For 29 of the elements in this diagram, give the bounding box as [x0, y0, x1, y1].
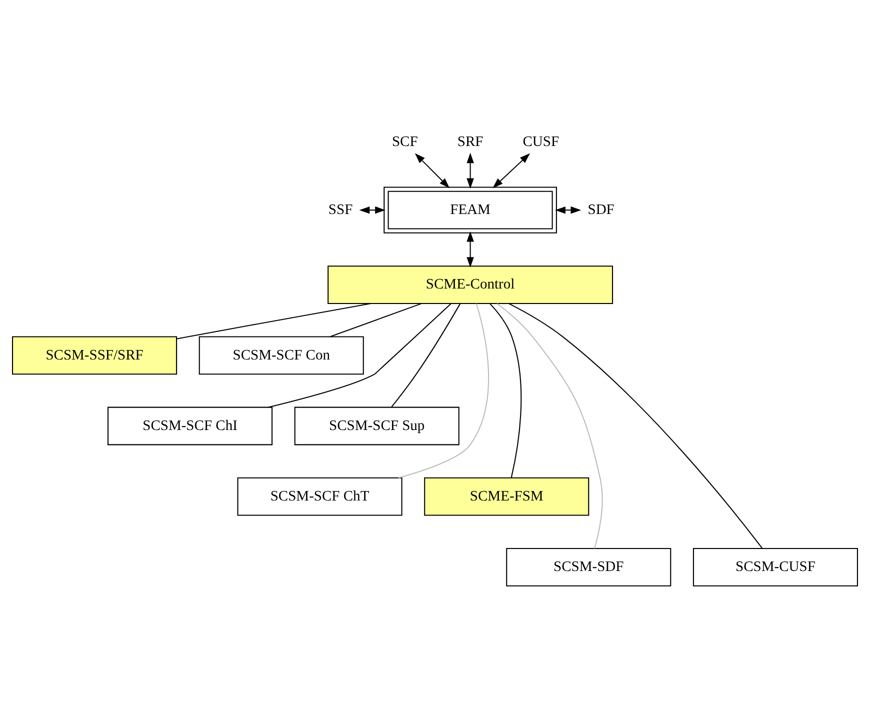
connector — [268, 302, 452, 408]
connector — [508, 302, 763, 548]
node-box: FEAM — [384, 186, 557, 233]
node-text: SSF — [328, 201, 353, 218]
arrow — [414, 152, 450, 188]
node-box: SCME-FSM — [424, 476, 590, 516]
connector — [496, 302, 603, 548]
connector — [391, 303, 461, 407]
connector — [330, 302, 422, 337]
node-box: SCSM-CUSF — [692, 547, 858, 586]
node-text: SRF — [457, 133, 484, 150]
node-box: SCSM-SCF Sup — [294, 406, 460, 445]
node-text: SCF — [392, 133, 418, 150]
arrow — [492, 152, 530, 188]
node-box: SCSM-SCF ChT — [237, 476, 402, 516]
node-text: CUSF — [522, 133, 560, 150]
node-box: SCME-Control — [328, 265, 614, 304]
node-box: SCSM-SCF Con — [198, 336, 364, 374]
node-box: SCSM-SDF — [506, 547, 672, 586]
connector — [490, 302, 522, 478]
connector — [176, 302, 372, 339]
arrow — [466, 152, 474, 188]
node-box: SCSM-SCF ChI — [108, 406, 273, 445]
arrow — [466, 230, 474, 267]
connector — [398, 302, 490, 478]
arrow — [555, 206, 582, 214]
node-box: SCSM-SSF/SRF — [12, 336, 178, 374]
node-text: SDF — [588, 201, 614, 218]
arrow — [359, 206, 386, 214]
